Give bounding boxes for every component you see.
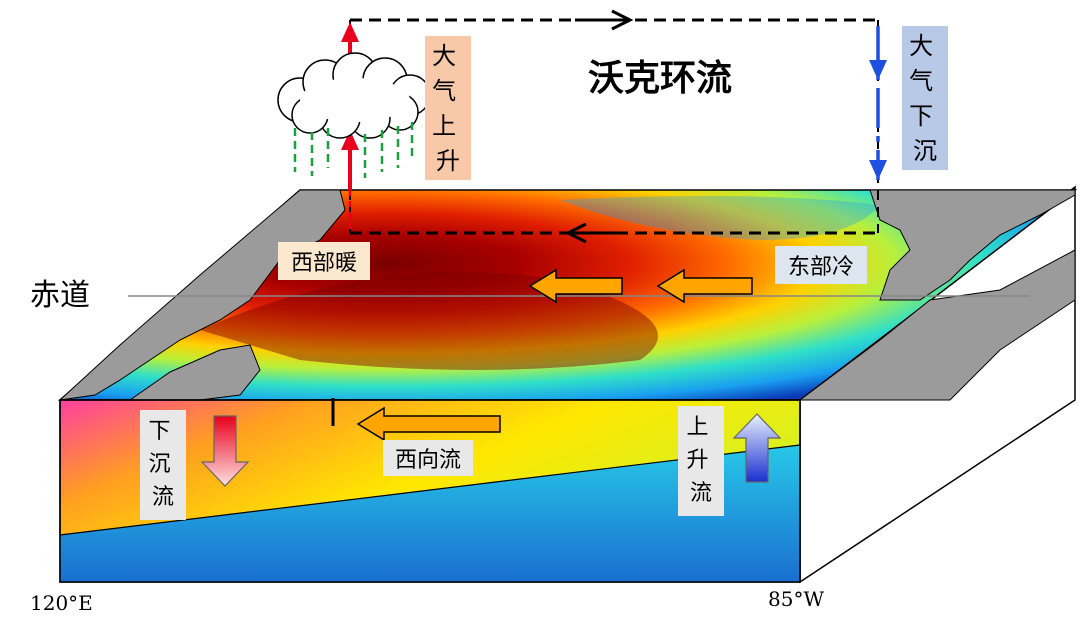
- east-cold-label: 东部冷: [788, 255, 854, 280]
- rising-air-label: 大 气 上 升: [432, 42, 464, 175]
- westward-current-label: 西向流: [395, 448, 461, 473]
- east-cold-label-bg: [775, 246, 867, 284]
- longitude-right-label: 85°W: [768, 587, 824, 611]
- downwelling-label: 下 沉 流: [148, 419, 177, 510]
- upwelling-label-bg: [678, 406, 724, 516]
- land-asia: [58, 189, 346, 401]
- rising-air-label-bg: [425, 36, 471, 180]
- surface-current-arrow-2-icon: [656, 268, 753, 304]
- diagram-title: 沃克环流: [588, 58, 732, 99]
- cold-tongue-band: [560, 196, 880, 240]
- subsurface-current-arrow-icon: [356, 406, 501, 442]
- downwelling-arrow-icon: [200, 415, 250, 487]
- sinking-air-label: 大 气 下 沉: [909, 32, 941, 165]
- west-warm-label-bg: [278, 242, 370, 280]
- land-south-america: [798, 249, 1076, 401]
- west-warm-label: 西部暖: [291, 251, 357, 276]
- longitude-left-label: 120°E: [30, 591, 93, 615]
- sinking-air-arrow-icon: [869, 26, 887, 180]
- westward-current-label-bg: [383, 440, 473, 476]
- upper-eastward-arrow-icon: [575, 9, 634, 31]
- thermocline-deep-layer: [60, 445, 800, 582]
- upwelling-arrow-icon: [732, 413, 782, 483]
- sinking-air-label-bg: [902, 26, 948, 170]
- downwelling-label-bg: [140, 410, 186, 520]
- land-americas: [869, 189, 1076, 301]
- upwelling-label: 上 升 流: [686, 415, 715, 506]
- rain-cloud-icon: [277, 52, 431, 178]
- surface-westward-arrow-icon: [564, 222, 625, 244]
- surface-current-arrow-1-icon: [528, 268, 623, 304]
- land-australia: [128, 344, 261, 401]
- equator-label: 赤道: [30, 278, 90, 313]
